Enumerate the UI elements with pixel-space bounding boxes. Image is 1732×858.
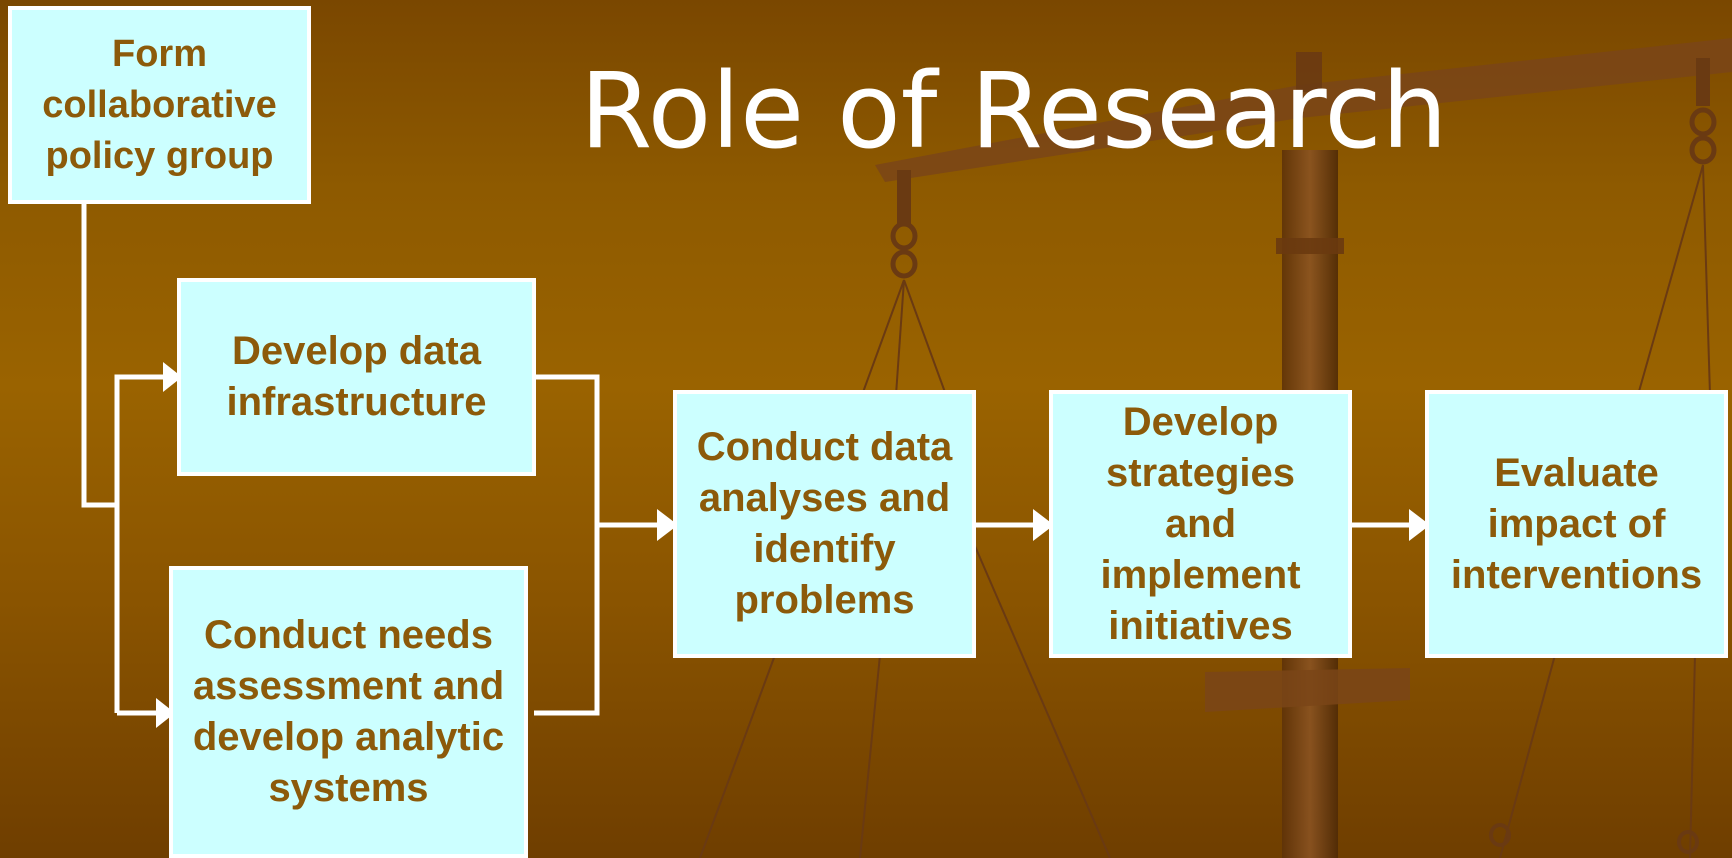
node-evaluate-impact: Evaluate impact of interventions <box>1425 390 1728 658</box>
connector-branch-to-infrastructure <box>114 374 166 713</box>
node-develop-data-infrastructure: Develop data infrastructure <box>177 278 536 476</box>
connector-infrastructure-to-merge <box>534 374 600 716</box>
arrowhead-analyses <box>657 509 678 541</box>
arrowhead-needs <box>156 698 175 728</box>
node-evaluate-impact-label: Evaluate impact of interventions <box>1450 450 1703 597</box>
node-conduct-needs-assessment-label: Conduct needs assessment and develop ana… <box>192 613 505 810</box>
arrowhead-infrastructure <box>163 362 182 392</box>
node-form-policy-group: Form collaborative policy group <box>8 6 311 204</box>
connector-policy-to-branch <box>81 203 117 508</box>
slide-title: Role of Research <box>580 50 1448 172</box>
node-develop-data-infrastructure-label: Develop data infrastructure <box>226 329 487 424</box>
node-develop-strategies-label: Develop strategies and implement initiat… <box>1100 399 1301 648</box>
node-conduct-data-analyses: Conduct data analyses and identify probl… <box>673 390 976 658</box>
arrowhead-evaluate <box>1409 509 1430 541</box>
node-develop-strategies: Develop strategies and implement initiat… <box>1049 390 1352 658</box>
arrowhead-strategies <box>1033 509 1054 541</box>
node-conduct-data-analyses-label: Conduct data analyses and identify probl… <box>696 425 953 622</box>
node-form-policy-group-label: Form collaborative policy group <box>42 32 277 177</box>
node-conduct-needs-assessment: Conduct needs assessment and develop ana… <box>169 566 528 858</box>
